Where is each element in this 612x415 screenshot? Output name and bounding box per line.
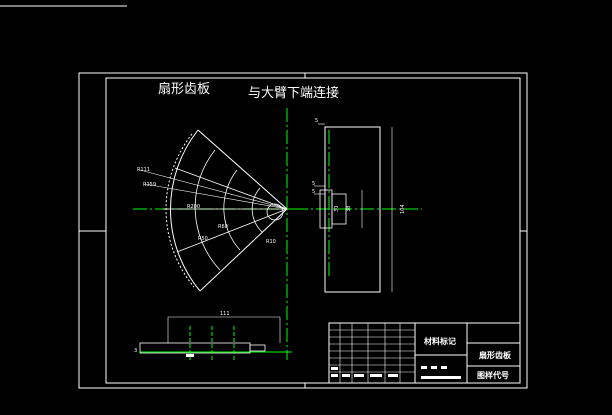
sector-view: R111 R159 R200 R50 R60 R10 [133, 108, 300, 360]
side-view: 5 5 5 30 38 104 [294, 118, 422, 293]
sector-upper-edge [197, 129, 288, 210]
dim-t3: 5 [312, 189, 315, 195]
dim-r50: R50 [198, 236, 208, 242]
dim-t2: 5 [312, 181, 315, 187]
leader-r159 [144, 183, 288, 210]
dim-bottom-left: 3 [134, 348, 137, 354]
sector-inner-arc-1 [194, 149, 221, 271]
title-block: 材料标记 扇形齿板 图样代号 [328, 322, 521, 384]
tb-material-mark: 材料标记 [424, 336, 456, 346]
dim-slot-w: 30 [334, 206, 340, 212]
bottom-step [249, 344, 266, 352]
dim-r111: R111 [137, 167, 150, 173]
sector-teeth [165, 133, 195, 288]
title-block-frame [328, 322, 521, 384]
dim-slot-h: 38 [346, 206, 352, 212]
drawing-title: 扇形齿板 [158, 81, 210, 97]
side-plate-outline [324, 126, 381, 293]
dim-t1: 5 [315, 118, 318, 124]
dim-r10: R10 [266, 239, 276, 245]
sector-inner-arc-3 [251, 187, 263, 233]
drawing-note: 与大臂下端连接 [248, 85, 339, 101]
bottom-hole-mark [186, 354, 194, 357]
sector-outer-arc [170, 129, 201, 292]
sector-rib-lower [176, 208, 288, 253]
sector-inner-arc-2 [223, 169, 241, 251]
tb-part-name: 扇形齿板 [479, 350, 512, 360]
sheet-outer-border [78, 72, 528, 389]
sector-lower-edge [199, 208, 288, 292]
sector-hub-hole [266, 203, 284, 221]
bottom-view: 111 3 [134, 311, 292, 360]
side-slot [331, 193, 347, 225]
dim-bottom-width: 111 [220, 311, 230, 317]
dim-side-height: 104 [400, 204, 406, 214]
dim-r200: R200 [187, 204, 200, 210]
dim-r60: R60 [218, 224, 228, 230]
leader-r111 [139, 169, 288, 210]
dim-r159: R159 [143, 182, 156, 188]
sector-rib-upper [174, 167, 288, 210]
tb-drawing-number: 图样代号 [477, 370, 509, 380]
